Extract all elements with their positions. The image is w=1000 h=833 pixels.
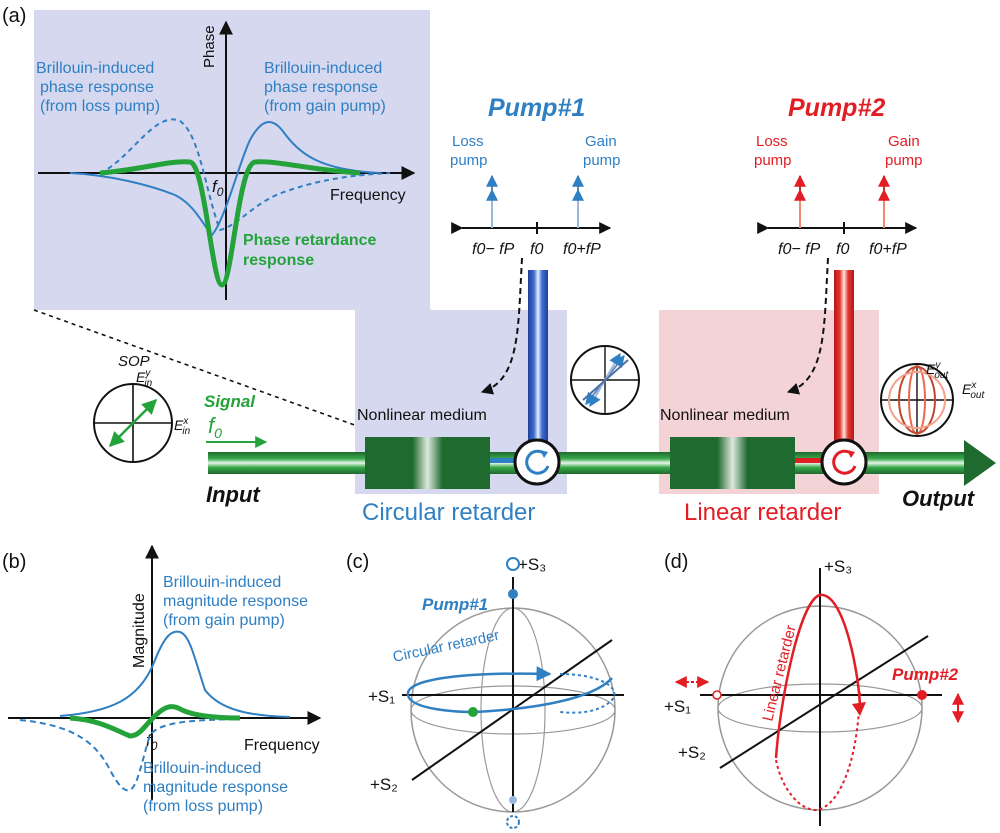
pump2-loss-label: Loss pump — [754, 133, 792, 169]
sop-label: SOP — [118, 353, 150, 370]
pump1-title: Pump#1 — [488, 94, 585, 122]
sphere-c-signal-point — [468, 707, 478, 717]
sphere-d-pump-label: Pump#2 — [892, 665, 959, 684]
sphere-d-rotation-solid — [774, 593, 862, 759]
panel-c: (c) +S₁ +S₂ +S₃ Pump#1 Circular retarder — [346, 551, 624, 829]
pump2-tick-left: f0− fP — [778, 241, 821, 258]
output-label: Output — [902, 486, 976, 511]
pump2-tick-right: f0+fP — [869, 241, 907, 258]
pump1-fiber — [528, 270, 548, 450]
phase-f0-label: f0 — [212, 177, 224, 199]
phase-gain-label: Brillouin-induced phase response (from g… — [264, 60, 387, 115]
signal-label: Signal — [204, 392, 256, 411]
sphere-c-orbit-front — [406, 677, 613, 714]
sphere-c-pump-label: Pump#1 — [422, 595, 488, 614]
sphere-c-orbit-dotted — [559, 673, 616, 714]
sphere-c-pump-point-bottom — [509, 796, 517, 804]
sphere-c-s2: +S₂ — [370, 775, 398, 794]
phase-loss-label: Brillouin-induced phase response (from l… — [36, 60, 160, 115]
signal-f0-label: f0 — [208, 413, 222, 441]
sphere-d-s2-axis — [719, 635, 929, 769]
sphere-c-top-rotation-icon — [506, 557, 520, 571]
magnitude-gain-label: Brillouin-induced magnitude response (fr… — [163, 574, 312, 629]
sphere-d-rotation-dotted — [775, 689, 861, 812]
input-label: Input — [206, 482, 261, 507]
magnitude-loss-label: Brillouin-induced magnitude response (fr… — [143, 760, 292, 815]
magnitude-combined-curve — [69, 704, 241, 739]
phase-loss-curve — [99, 118, 391, 232]
sop-output-circle — [880, 363, 954, 437]
phase-y-label: Phase — [201, 25, 218, 68]
sphere-c-bottom-rotation-icon — [506, 815, 520, 829]
panel-a: (a) Phase Frequency f0 Brillouin-induced… — [2, 5, 996, 526]
panel-b: (b) Magnitude Frequency f0 Brillouin-ind… — [2, 544, 322, 815]
phase-x-label: Frequency — [330, 187, 406, 204]
linear-retarder-label: Linear retarder — [684, 499, 841, 526]
pump1-gain-label: Gain pump — [583, 133, 621, 169]
pump2-fiber — [834, 270, 854, 450]
nonlinear-medium-1 — [365, 437, 490, 489]
sphere-d-retarder-label: Linear retarder — [759, 623, 799, 723]
nonlinear-label-2: Nonlinear medium — [660, 407, 790, 424]
phase-retardance-curve — [99, 159, 361, 288]
sphere-d-s3: +S₃ — [824, 557, 852, 576]
sphere-d-s1: +S₁ — [664, 697, 691, 716]
sphere-c-pump-point-top — [508, 589, 518, 599]
output-arrowhead — [964, 440, 996, 486]
phase-inset-panel — [34, 10, 430, 310]
sphere-d-arrow-tip — [852, 702, 866, 716]
panel-d-label: (d) — [664, 551, 688, 573]
phase-gain-curve — [69, 121, 381, 237]
magnitude-f0-label: f0 — [146, 731, 158, 753]
magnitude-x-label: Frequency — [244, 737, 320, 754]
red-lead — [795, 458, 821, 463]
sphere-c-orbit-back — [406, 666, 552, 696]
pump2-tick-mid: f0 — [836, 241, 849, 258]
circulator-2 — [820, 438, 868, 486]
panel-d: (d) +S₁ +S₂ +S₃ Pump#2 Linear retarder — [664, 551, 964, 826]
pump1-tick-left: f0− fP — [472, 241, 515, 258]
pump1-loss-label: Loss pump — [450, 133, 488, 169]
circulator-1 — [513, 438, 561, 486]
panel-a-label: (a) — [2, 5, 26, 27]
phase-retardance-label: Phase retardance response — [243, 232, 381, 269]
magnitude-y-label: Magnitude — [131, 593, 148, 668]
pump1-tick-mid: f0 — [530, 241, 543, 258]
sphere-c-s1: +S₁ — [368, 687, 395, 706]
sphere-d-s2: +S₂ — [678, 743, 706, 762]
magnitude-gain-curve — [59, 630, 291, 718]
sphere-d-pump-point — [917, 690, 927, 700]
sop-input-circle — [93, 383, 173, 463]
nonlinear-medium-2 — [670, 437, 795, 489]
panel-c-label: (c) — [346, 551, 369, 573]
pump2-gain-label: Gain pump — [885, 133, 924, 169]
nonlinear-label-1: Nonlinear medium — [357, 407, 487, 424]
circular-retarder-label: Circular retarder — [362, 499, 535, 526]
sphere-c-s3: +S₃ — [518, 555, 546, 574]
pump1-dashed-arrow — [480, 257, 523, 395]
sphere-d-neg-point — [712, 690, 722, 700]
sop-circular-circle — [570, 345, 640, 415]
pump2-title: Pump#2 — [788, 94, 885, 122]
panel-b-label: (b) — [2, 551, 26, 573]
pump1-tick-right: f0+fP — [563, 241, 601, 258]
pump2-dashed-arrow — [786, 257, 829, 395]
blue-lead — [490, 458, 516, 463]
